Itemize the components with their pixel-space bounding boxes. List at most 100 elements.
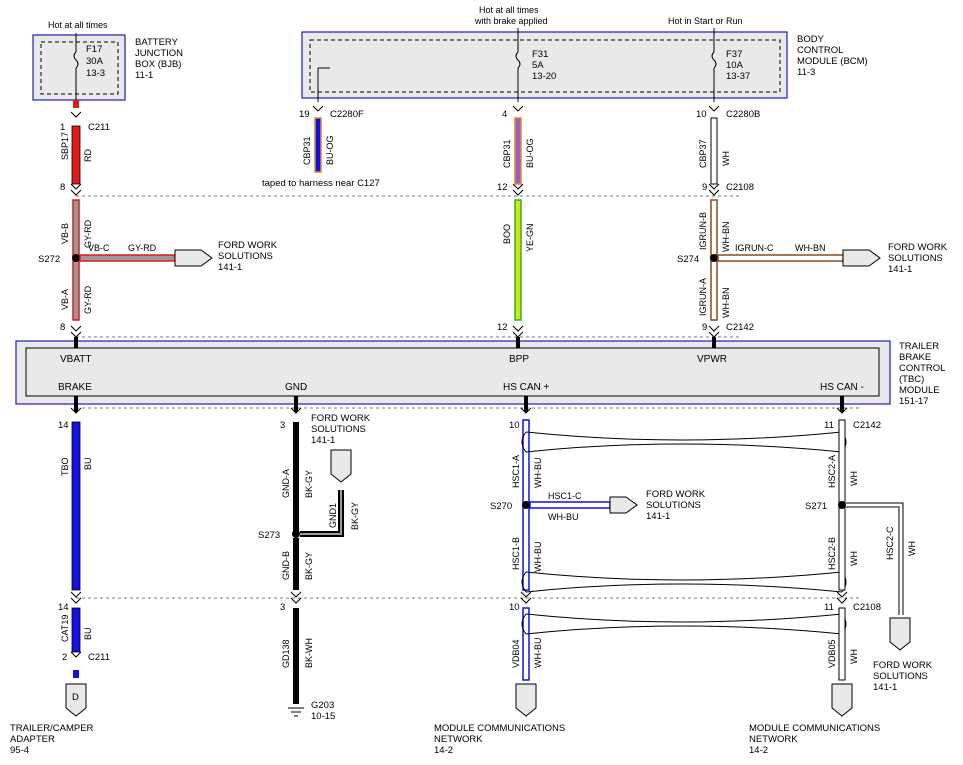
pin-3-top: 3 bbox=[280, 420, 285, 431]
wire-gndb-circuit: GND-B bbox=[281, 551, 291, 580]
bcm-page: 11-3 bbox=[797, 67, 815, 78]
pin-12-top: 12 bbox=[497, 182, 508, 193]
wire-vbc-color: GY-RD bbox=[128, 243, 157, 253]
wire-cbp31-left bbox=[314, 117, 322, 173]
bjb-name-1: BATTERY bbox=[135, 37, 179, 48]
pin-9-bottom: 9 bbox=[702, 322, 707, 333]
pin-9-top: 9 bbox=[702, 182, 707, 193]
fws-1-page: 141-1 bbox=[218, 262, 242, 273]
wire-sbp17-circuit: SBP17 bbox=[60, 132, 70, 160]
fuse-f37-ref: 13-37 bbox=[726, 71, 750, 82]
wire-hsc1c-circuit: HSC1-C bbox=[548, 491, 582, 501]
wire-cbp31-bpp-color: BU-OG bbox=[525, 138, 535, 168]
wire-vdb04-circuit: VDB04 bbox=[511, 639, 521, 668]
pin-8-top: 8 bbox=[60, 182, 65, 193]
wire-hsc2c-color: WH bbox=[907, 541, 917, 556]
mcn-arrow-1 bbox=[515, 683, 537, 717]
connector-c2280f: C2280F bbox=[330, 109, 364, 120]
tbc-inner bbox=[25, 347, 880, 397]
fws-arrow-1 bbox=[174, 249, 213, 267]
c2142-bpp-arrow bbox=[512, 325, 524, 338]
fws-2-l1: FORD WORK bbox=[888, 242, 948, 253]
wire-cbp37-color: WH bbox=[721, 151, 731, 166]
wire-boo-circuit: BOO bbox=[502, 224, 512, 244]
twisted-pair-top bbox=[525, 431, 843, 453]
tbc-pin-vpwr: VPWR bbox=[697, 354, 727, 365]
twisted-pair-mid bbox=[525, 571, 843, 593]
fws-2-l2: SOLUTIONS bbox=[888, 253, 943, 264]
fuse-f17-symbol bbox=[73, 51, 79, 69]
wire-vdb04 bbox=[522, 607, 530, 681]
wire-cat19-color: BU bbox=[83, 627, 93, 640]
wire-vba-color: GY-RD bbox=[83, 285, 93, 314]
wire-hsc1a-color: WH-BU bbox=[533, 458, 543, 489]
wire-gndb bbox=[293, 538, 299, 590]
splice-s274-dot bbox=[710, 254, 718, 262]
pin-2: 2 bbox=[62, 652, 67, 663]
bcm-name-1: BODY bbox=[797, 34, 825, 45]
mcn-2-l2: NETWORK bbox=[749, 734, 798, 745]
splice-s273-dot bbox=[292, 530, 300, 538]
tbc-pin-vbatt: VBATT bbox=[60, 354, 91, 365]
tbc-name-1: TRAILER bbox=[899, 341, 939, 352]
fws-5-l2: SOLUTIONS bbox=[873, 671, 928, 682]
fws-5-l1: FORD WORK bbox=[873, 660, 933, 671]
connector-c2142-bottom: C2142 bbox=[853, 420, 881, 431]
wire-hsc2a-circuit: HSC2-A bbox=[827, 455, 837, 488]
c2280b-arrow bbox=[708, 105, 720, 112]
wire-vdb05-circuit: VDB05 bbox=[827, 639, 837, 668]
fws-3-page: 141-1 bbox=[311, 435, 335, 446]
ground-symbol bbox=[288, 707, 304, 717]
pin-10-vdb04: 10 bbox=[509, 602, 520, 613]
fws-arrow-5 bbox=[889, 617, 911, 651]
bcm-hot-brake-1: Hot at all times bbox=[479, 5, 539, 15]
fws-1-l2: SOLUTIONS bbox=[218, 251, 273, 262]
bcm-name-3: MODULE (BCM) bbox=[797, 56, 868, 67]
tbc-name-2: BRAKE bbox=[899, 352, 931, 363]
c2142-left-arrow bbox=[70, 325, 82, 338]
mcn-1-page: 14-2 bbox=[434, 745, 453, 756]
wire-gnda-color: BK-GY bbox=[304, 470, 314, 498]
fws-3-l2: SOLUTIONS bbox=[311, 424, 366, 435]
wire-gndb-color: BK-GY bbox=[304, 552, 314, 580]
pin-14-bottom: 14 bbox=[58, 602, 69, 613]
wire-gnd1-color: BK-GY bbox=[350, 502, 360, 530]
pin-11-hsc2: 11 bbox=[824, 420, 834, 431]
bjb-name-3: BOX (BJB) bbox=[135, 59, 181, 70]
mcn-1-l2: NETWORK bbox=[434, 734, 483, 745]
pin-12-bottom: 12 bbox=[497, 322, 508, 333]
trailer-l2: ADAPTER bbox=[10, 734, 55, 745]
fuse-f31-amps: 5A bbox=[532, 60, 544, 71]
wire-igrunb-circuit: IGRUN-B bbox=[698, 212, 708, 250]
fws-4-l1: FORD WORK bbox=[646, 489, 706, 500]
pin-19: 19 bbox=[299, 109, 310, 120]
wire-gd138 bbox=[293, 608, 299, 704]
ground-label: G203 bbox=[311, 700, 334, 711]
splice-s270-dot bbox=[522, 501, 530, 509]
fuse-f31-label: F31 bbox=[532, 49, 548, 60]
connector-c2108-top: C2108 bbox=[726, 182, 754, 193]
wire-hsc1b-color: WH-BU bbox=[533, 542, 543, 573]
wire-cbp31-left-circuit: CBP31 bbox=[302, 136, 312, 165]
brake-arrow bbox=[70, 407, 82, 414]
bcm-fuse-box bbox=[309, 39, 781, 93]
fuse-f37-amps: 10A bbox=[726, 60, 744, 71]
bcm-hot-brake-2: with brake applied bbox=[474, 16, 548, 26]
trailer-stub bbox=[73, 670, 79, 678]
wire-gd138-circuit: GD138 bbox=[281, 639, 291, 668]
c2108-brake-arrow bbox=[70, 591, 82, 604]
tbc-page: 151-17 bbox=[899, 396, 929, 407]
c211-bottom-arrow bbox=[70, 651, 82, 658]
wire-igrunb-color: WH-BN bbox=[721, 222, 731, 253]
wire-cat19-circuit: CAT19 bbox=[60, 615, 70, 642]
pin-3-bottom: 3 bbox=[280, 602, 285, 613]
splice-s271-dot bbox=[838, 501, 846, 509]
wire-cbp31-left-color: BU-OG bbox=[325, 135, 335, 165]
c2108-hsc1-arrow bbox=[520, 591, 532, 604]
twisted-pair-bottom-ends bbox=[521, 613, 847, 635]
connector-c211-bottom: C211 bbox=[88, 652, 110, 663]
tbc-pin-bpp: BPP bbox=[509, 354, 529, 365]
wire-vbc bbox=[79, 254, 176, 262]
c2108-left-arrow bbox=[70, 183, 82, 196]
mcn-2-l1: MODULE COMMUNICATIONS bbox=[749, 723, 880, 734]
